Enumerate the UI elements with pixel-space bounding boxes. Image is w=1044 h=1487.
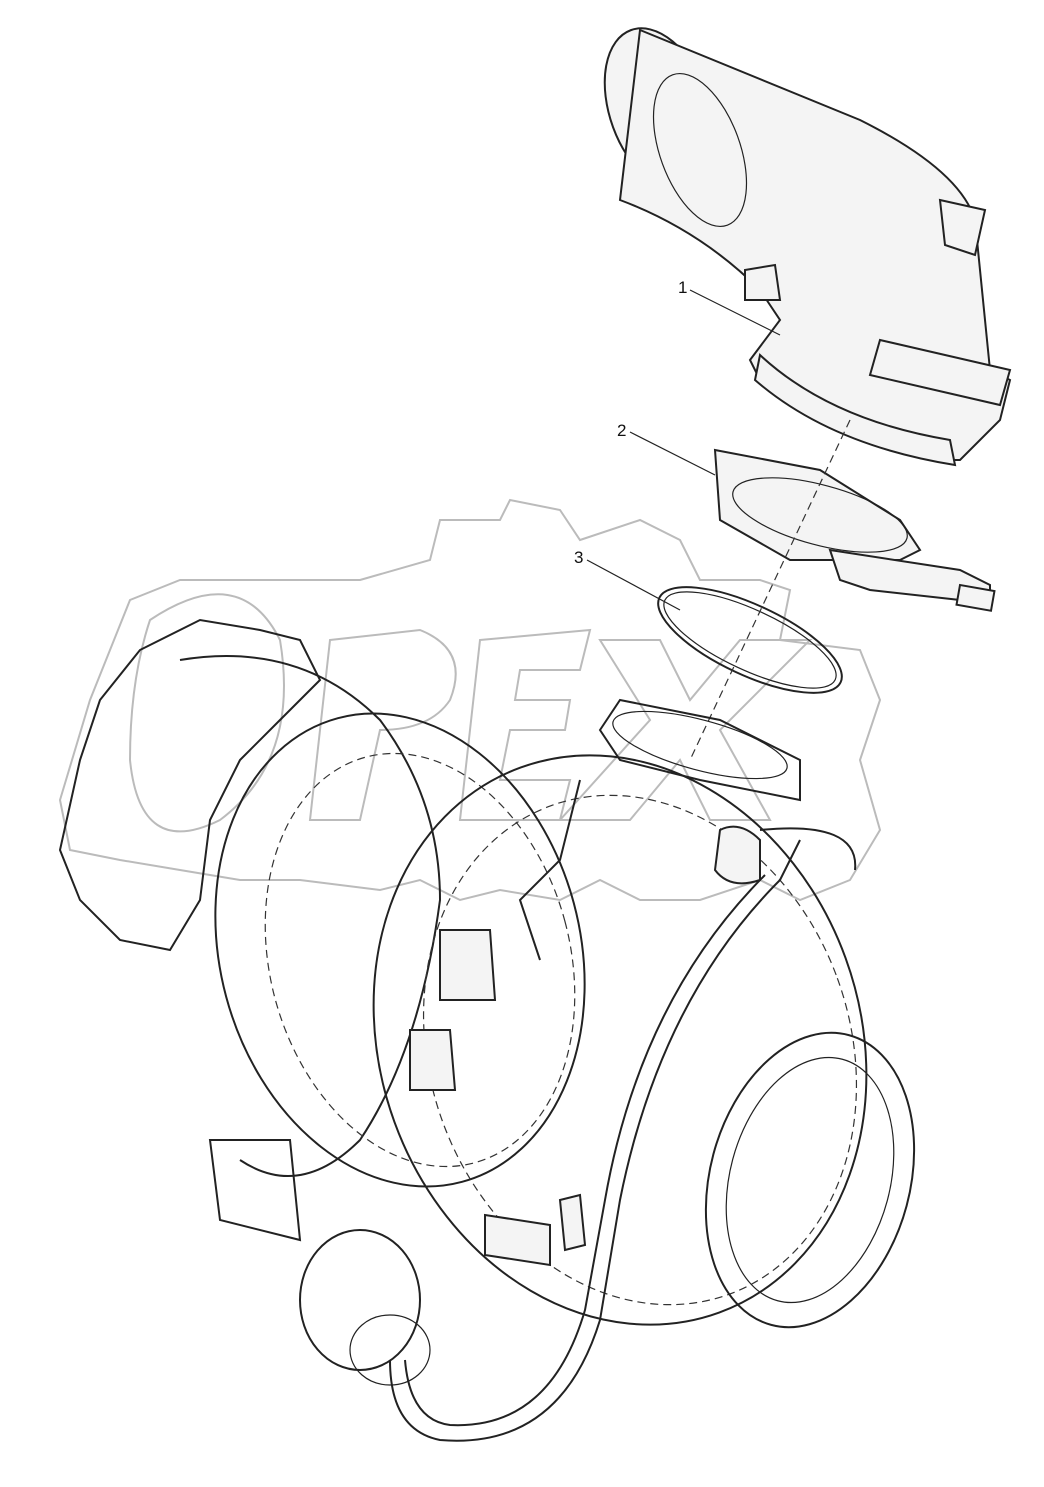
leader-line-2 <box>629 431 716 476</box>
assembly-axis-line <box>689 419 851 761</box>
leader-line-1 <box>689 289 781 336</box>
part-1-elbow-pipe <box>603 27 1012 467</box>
callout-number-3: 3 <box>574 548 583 567</box>
callout-number-2: 2 <box>617 421 626 440</box>
part-2-v-band-clamp <box>713 448 996 612</box>
callout-2: 2 <box>617 421 716 476</box>
leader-line-3 <box>586 559 681 611</box>
callout-3: 3 <box>574 548 681 611</box>
turbocharger-assembly <box>58 618 916 1442</box>
part-3-o-ring <box>657 586 843 694</box>
callout-1: 1 <box>678 278 781 336</box>
callout-number-1: 1 <box>678 278 687 297</box>
